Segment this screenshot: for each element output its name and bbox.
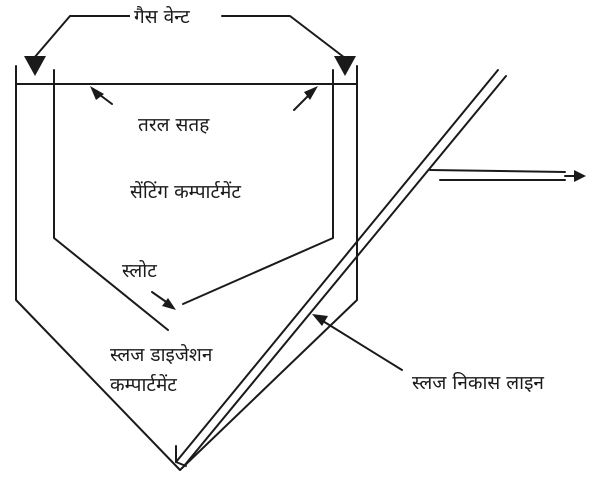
sludge-pipe-line-b [183, 75, 507, 467]
outer-tank-wall [15, 65, 358, 471]
slot-label: स्लोट [122, 260, 157, 282]
sludge-outlet-arrowhead [312, 314, 328, 326]
liquid-surface-arrowhead-right [304, 86, 318, 100]
settling-compartment-label: सेंटिंग कम्पार्टमेंट [130, 181, 241, 203]
sludge-pipe-bottom [175, 445, 187, 467]
slot-arrowhead [162, 298, 176, 310]
outlet-branch-arrowhead [574, 170, 586, 182]
sludge-outlet-line-label: स्लज निकास लाइन [412, 372, 544, 394]
liquid-surface-label: तरल सतह [138, 114, 210, 136]
gas-vent-label: गैस वेन्ट [130, 6, 194, 28]
sludge-digestion-label-line1: स्लज डाइजेशन [110, 344, 213, 366]
outlet-branch-line-a [429, 169, 566, 173]
gas-vent-arrow-right [334, 56, 356, 76]
liquid-surface-arrowhead-left [90, 86, 104, 100]
sludge-pipe-line-a [175, 69, 499, 463]
gas-vent-arrow-left [24, 56, 46, 76]
gas-vent-connector-left [33, 15, 131, 59]
sludge-digestion-label-line2: कम्पार्टमेंट [110, 374, 177, 396]
settling-compartment-left-wall [53, 69, 169, 331]
settling-compartment-right-wall [182, 69, 334, 305]
gas-vent-connector-right [221, 15, 346, 59]
sludge-outlet-leader [317, 317, 403, 371]
